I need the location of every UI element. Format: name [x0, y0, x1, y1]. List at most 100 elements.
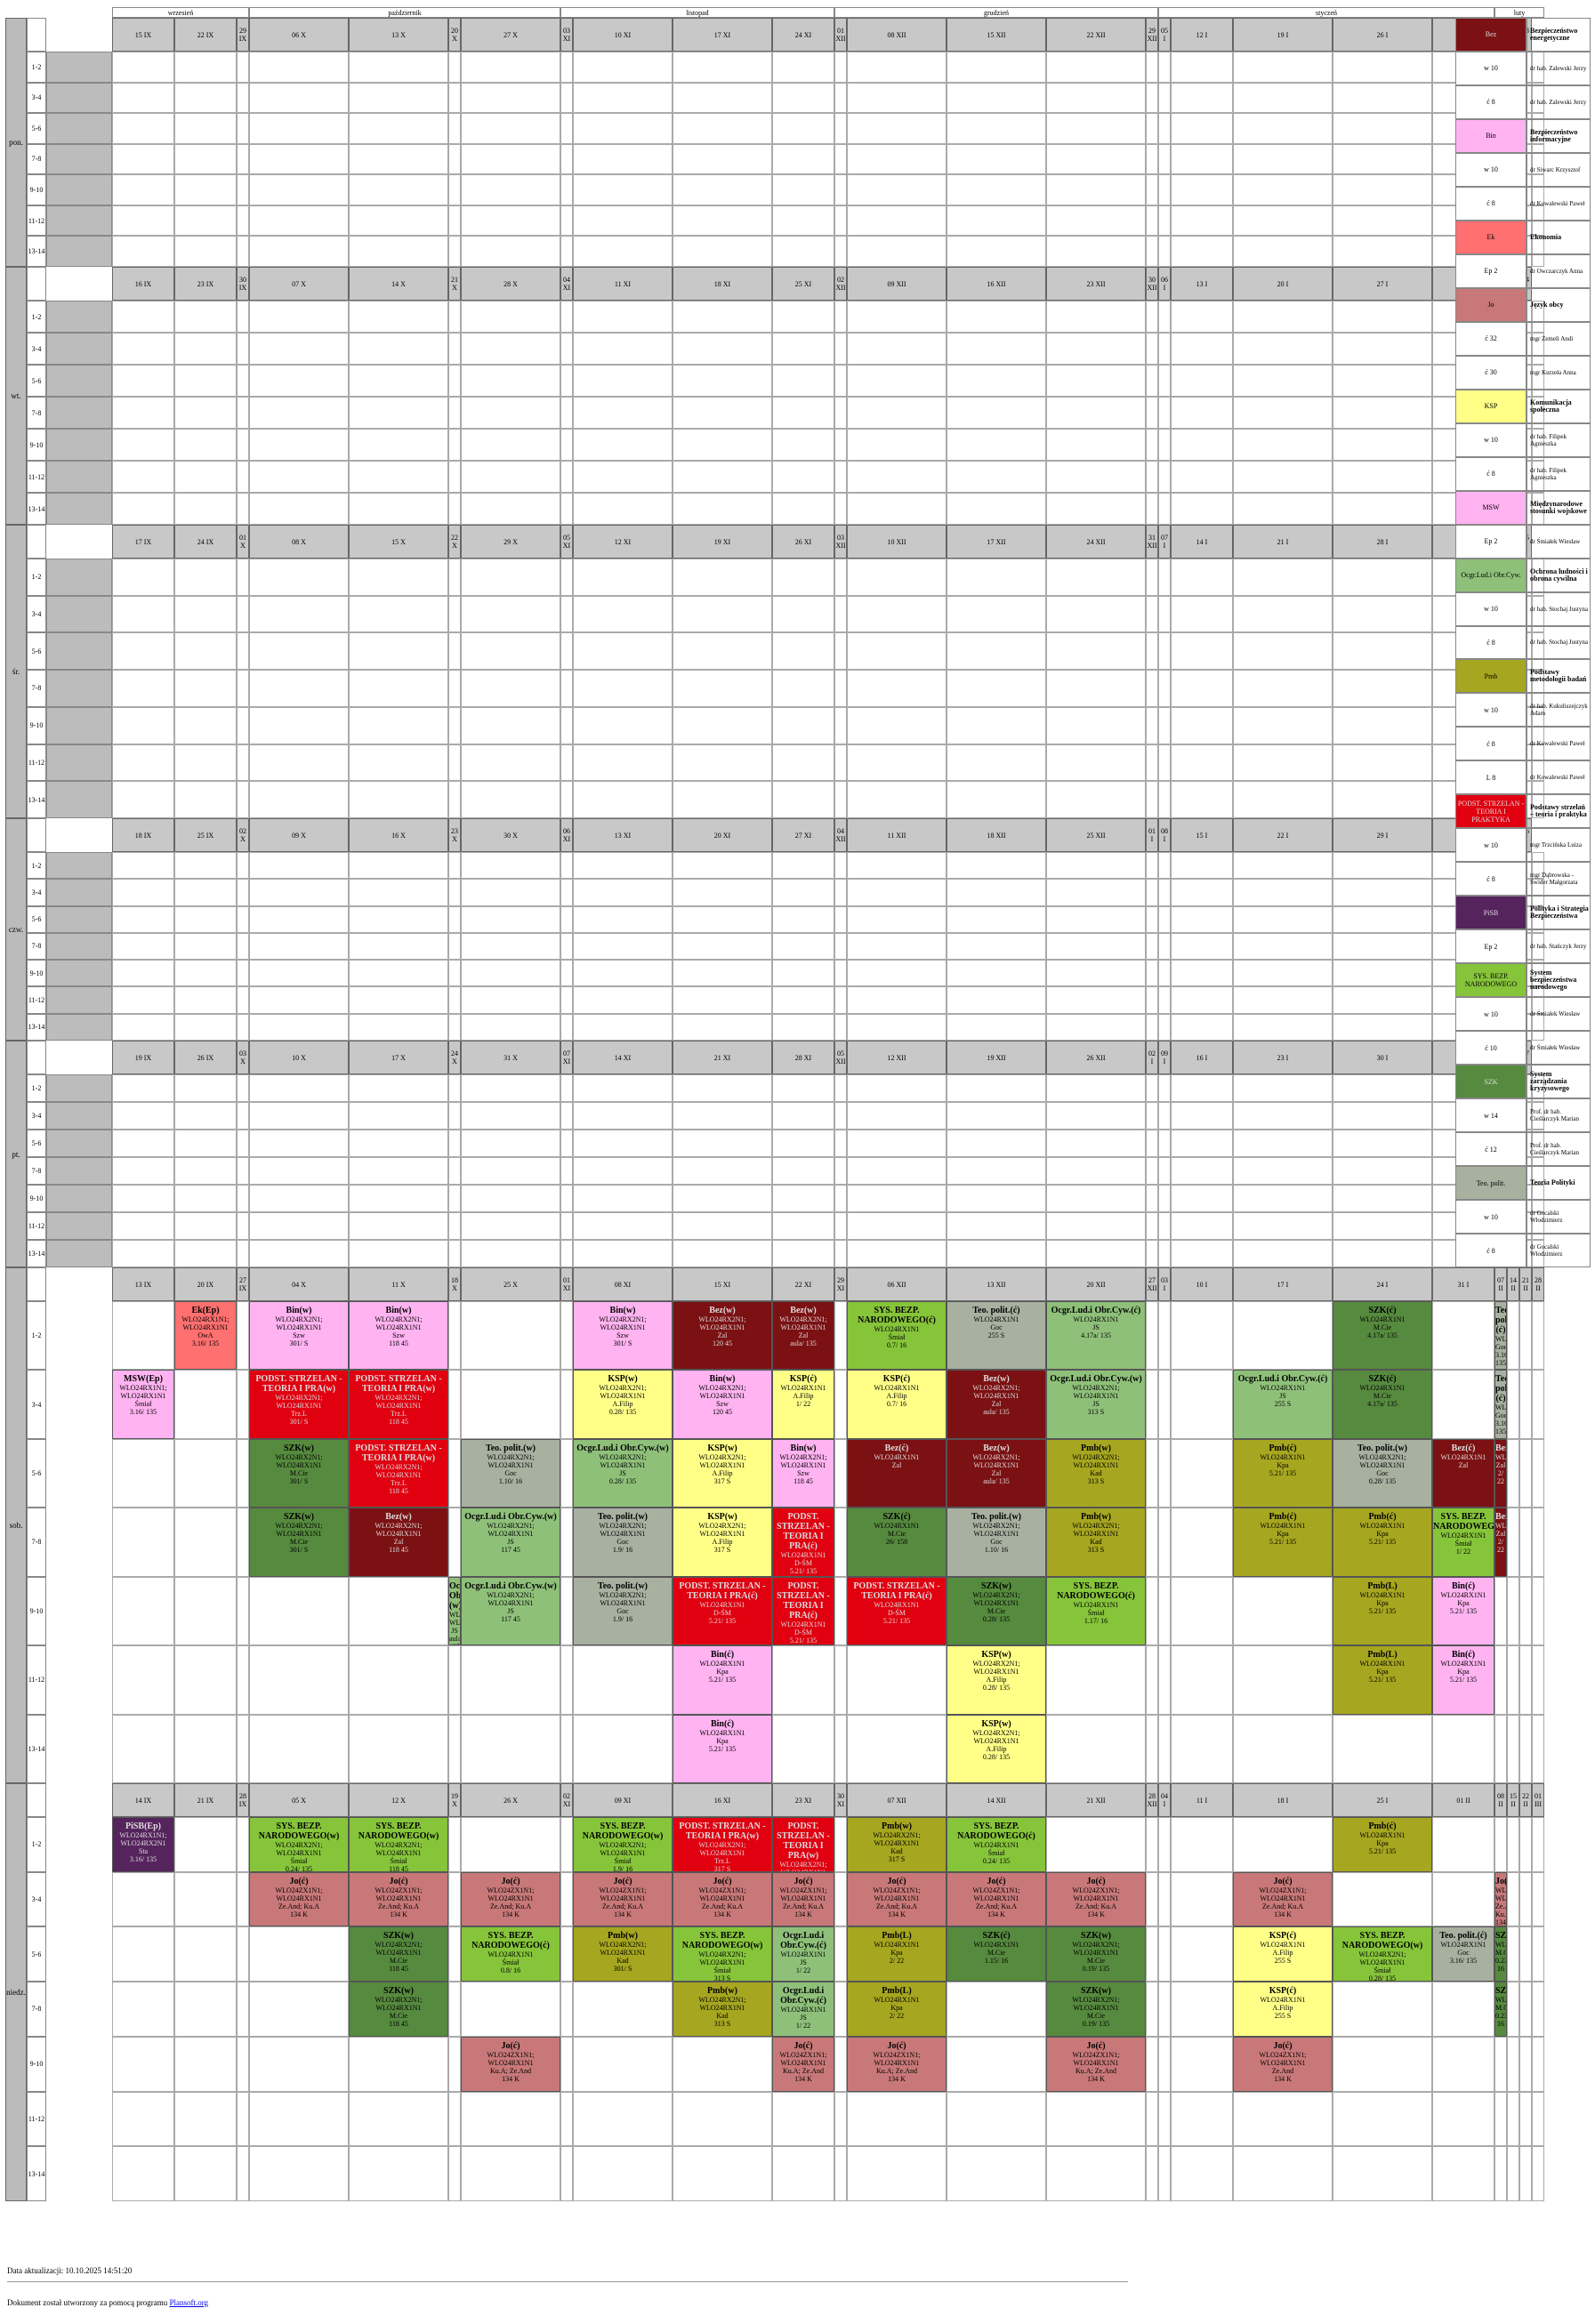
class-event[interactable]: SZK(w)WLO24RX2N1; WLO24RX1N1 M.Cie 301/ …: [249, 1508, 349, 1577]
class-event[interactable]: Teo. polit.(ć)WLO24RX1N1 Goc 255 S: [947, 1301, 1046, 1371]
class-event[interactable]: PODST. STRZELAN - TEORIA I PRA(w)WLO24RX…: [249, 1370, 349, 1439]
class-event[interactable]: Bez(w)WLO24RX2N1; WLO24RX1N1 Zal aula/ 1…: [947, 1438, 1046, 1508]
class-event[interactable]: Bez(ć)WLO24RX1N1 Zal: [1432, 1438, 1494, 1508]
class-event[interactable]: Pmb(w)WLO24RX2N1; WLO24RX1N1 Kad 301/ S: [573, 1926, 673, 1982]
class-event[interactable]: SZK(w)WLO24RX2N1; WLO24RX1N1 M.Cie 301/ …: [249, 1438, 349, 1508]
class-event[interactable]: Ocgr.Lud.i Obr.Cyw.(ć)WLO24RX1N1 JS 4.17…: [1046, 1301, 1146, 1371]
class-event[interactable]: Bin(w)WLO24RX2N1; WLO24RX1N1 Szw 118 45: [772, 1438, 834, 1508]
class-event[interactable]: Jo(ć)WLO24ZX1N1; WLO24RX1N1 Ze.And; Ku.A…: [573, 1871, 673, 1927]
class-event[interactable]: Bez(ć)WLO24RX1N1 Zal 2/ 22: [1494, 1508, 1507, 1577]
class-event[interactable]: Ocgr.Lud.i Obr.Cyw.(w)WLO24RX2N1; WLO24R…: [1046, 1370, 1146, 1439]
class-event[interactable]: Jo(ć)WLO24ZX1N1; WLO24RX1N1 Ze.And; Ku.A…: [847, 1871, 947, 1927]
class-event[interactable]: Bez(w)WLO24RX2N1; WLO24RX1N1 Zal aula/ 1…: [772, 1301, 834, 1371]
class-event[interactable]: PODST. STRZELAN - TEORIA I PRA(ć)WLO24RX…: [772, 1508, 834, 1577]
class-event[interactable]: PODST. STRZELAN - TEORIA I PRA(w)WLO24RX…: [673, 1817, 772, 1872]
class-event[interactable]: Jo(ć)WLO24ZX1N1; WLO24RX1N1 Ze.And; Ku.A…: [249, 1871, 349, 1927]
class-event[interactable]: Jo(ć)WLO24ZX1N1; WLO24RX1N1 Ze.And; Ku.A…: [673, 1871, 772, 1927]
class-event[interactable]: SYS. BEZP. NARODOWEGO(w)WLO24RX2N1; WLO2…: [349, 1817, 448, 1872]
class-event[interactable]: Jo(ć)WLO24ZX1N1; WLO24RX1N1 Ze.And; Ku.A…: [461, 1871, 560, 1927]
class-event[interactable]: Pmb(ć)WLO24RX1N1 Kpa 5.21/ 135: [1233, 1508, 1333, 1577]
class-event[interactable]: SYS. BEZP. NARODOWEGO(w)WLO24RX2N1; WLO2…: [673, 1926, 772, 1982]
class-event[interactable]: Bez(w)WLO24RX2N1; WLO24RX1N1 Zal 118 45: [349, 1508, 448, 1577]
class-event[interactable]: Bin(ć)WLO24RX1N1 Kpa 5.21/ 135: [673, 1645, 772, 1715]
class-event[interactable]: Pmb(w)WLO24RX2N1; WLO24RX1N1 Kad 313 S: [1046, 1438, 1146, 1508]
class-event[interactable]: Ocgr.Lud.i Obr.Cyw.(ć)WLO24RX1N1 JS 255 …: [1233, 1370, 1333, 1439]
class-event[interactable]: Pmb(w)WLO24RX2N1; WLO24RX1N1 Kad 313 S: [1046, 1508, 1146, 1577]
class-event[interactable]: PODST. STRZELAN - TEORIA I PRA(ć)WLO24RX…: [847, 1576, 947, 1646]
class-event[interactable]: PODST. STRZELAN - TEORIA I PRA(w)WLO24RX…: [349, 1438, 448, 1508]
class-event[interactable]: Pmb(L)WLO24RX1N1 Kpa 2/ 22: [847, 1926, 947, 1982]
class-event[interactable]: Pmb(w)WLO24RX2N1; WLO24RX1N1 Kad 317 S: [847, 1817, 947, 1872]
class-event[interactable]: Pmb(w)WLO24RX2N1; WLO24RX1N1 Kad 313 S: [673, 1982, 772, 2037]
class-event[interactable]: Teo. polit.(w)WLO24RX2N1; WLO24RX1N1 Goc…: [573, 1508, 673, 1577]
class-event[interactable]: Teo. polit.(w)WLO24RX2N1; WLO24RX1N1 Goc…: [461, 1438, 560, 1508]
class-event[interactable]: SZK(ć)WLO24RX1N1 M.Cie 4.17a/ 135: [1333, 1370, 1432, 1439]
class-event[interactable]: Pmb(L)WLO24RX1N1 Kpa 5.21/ 135: [1333, 1645, 1432, 1715]
class-event[interactable]: Ocgr.Lud.i Obr.Cyw.(w)WLO24RX2N1; WLO24R…: [573, 1438, 673, 1508]
class-event[interactable]: SYS. BEZP. NARODOWEGO(w)WLO24RX2N1; WLO2…: [1333, 1926, 1432, 1982]
class-event[interactable]: SZK(w)WLO24RX2N1; WLO24RX1N1 M.Cie 0.28/…: [947, 1576, 1046, 1646]
class-event[interactable]: Pmb(L)WLO24RX1N1 Kpa 5.21/ 135: [1333, 1576, 1432, 1646]
class-event[interactable]: Teo. polit.(ć)WLO24RX1N1 Goc 3.16/ 135: [1494, 1301, 1507, 1371]
class-event[interactable]: SYS. BEZP. NARODOWEGO(ć)WLO24RX1N1 Śmiał…: [1046, 1576, 1146, 1646]
class-event[interactable]: Ocgr.Lud.i Obr.Cyw.(w)WLO24RX2N1; WLO24R…: [461, 1576, 560, 1646]
class-event[interactable]: KSP(ć)WLO24RX1N1 A.Filip 0.7/ 16: [847, 1370, 947, 1439]
class-event[interactable]: Bez(ć)WLO24RX1N1 Zal: [847, 1438, 947, 1508]
class-event[interactable]: PODST. STRZELAN - TEORIA I PRA(w)WLO24RX…: [772, 1817, 834, 1872]
class-event[interactable]: Bez(w)WLO24RX2N1; WLO24RX1N1 Zal aula/ 1…: [947, 1370, 1046, 1439]
plansoft-link[interactable]: Plansoft.org: [169, 2298, 209, 2307]
class-event[interactable]: SZK(ć)WLO24RX1N1 M.Cie 1.15/ 16: [947, 1926, 1046, 1982]
class-event[interactable]: SYS. BEZP. NARODOWEGO(ć)WLO24RX1N1 Śmiał…: [847, 1301, 947, 1371]
class-event[interactable]: Jo(ć)WLO24ZX1N1; WLO24RX1N1 Ze.And; Ku.A…: [1494, 1871, 1507, 1927]
class-event[interactable]: SZK(w)WLO24RX2N1; WLO24RX1N1 M.Cie 0.19/…: [1046, 1982, 1146, 2037]
class-event[interactable]: SYS. BEZP. NARODOWEGO(ć)WLO24RX1N1 Śmiał…: [947, 1817, 1046, 1872]
class-event[interactable]: KSP(ć)WLO24RX1N1 A.Filip 255 S: [1233, 1926, 1333, 1982]
class-event[interactable]: Bez(ć)WLO24RX1N1 Zal 2/ 22: [1494, 1438, 1507, 1508]
class-event[interactable]: Ocgr.Lud.i Obr.Cyw.(ć)WLO24RX1N1 JS 1/ 2…: [772, 1926, 834, 1982]
class-event[interactable]: Bez(w)WLO24RX2N1; WLO24RX1N1 Zal 120 45: [673, 1301, 772, 1371]
class-event[interactable]: Ocgr.Lud.i Obr.Cyw.(ć)WLO24RX1N1 JS 1/ 2…: [772, 1982, 834, 2037]
class-event[interactable]: Bin(w)WLO24RX2N1; WLO24RX1N1 Szw 301/ S: [249, 1301, 349, 1371]
class-event[interactable]: KSP(w)WLO24RX2N1; WLO24RX1N1 A.Filip 0.2…: [947, 1645, 1046, 1715]
class-event[interactable]: Bin(ć)WLO24RX1N1 Kpa 5.21/ 135: [1432, 1645, 1494, 1715]
class-event[interactable]: Jo(ć)WLO24ZX1N1; WLO24RX1N1 Ku.A; Ze.And…: [847, 2036, 947, 2092]
class-event[interactable]: Jo(ć)WLO24ZX1N1; WLO24RX1N1 Ku.A; Ze.And…: [461, 2036, 560, 2092]
class-event[interactable]: Pmb(L)WLO24RX1N1 Kpa 2/ 22: [847, 1982, 947, 2037]
class-event[interactable]: Pmb(ć)WLO24RX1N1 Kpa 5.21/ 135: [1333, 1508, 1432, 1577]
class-event[interactable]: MSW(Ep)WLO24RX1N1; WLO24RX1N1 Śmiał 3.16…: [112, 1370, 174, 1439]
class-event[interactable]: Jo(ć)WLO24ZX1N1; WLO24RX1N1 Ku.A; Ze.And…: [1046, 2036, 1146, 2092]
class-event[interactable]: SZK(w)WLO24RX2N1; WLO24RX1N1 M.Cie 118 4…: [349, 1982, 448, 2037]
class-event[interactable]: Teo. polit.(w)WLO24RX2N1; WLO24RX1N1 Goc…: [1333, 1438, 1432, 1508]
class-event[interactable]: SYS. BEZP. NARODOWEGO(w)WLO24RX2N1; WLO2…: [573, 1817, 673, 1872]
class-event[interactable]: PiSB(Ep)WLO24RX1N1; WLO24RX2N1 Sta 3.16/…: [112, 1817, 174, 1872]
class-event[interactable]: Teo. polit.(w)WLO24RX2N1; WLO24RX1N1 Goc…: [573, 1576, 673, 1646]
class-event[interactable]: PODST. STRZELAN - TEORIA I PRA(w)WLO24RX…: [349, 1370, 448, 1439]
class-event[interactable]: PODST. STRZELAN - TEORIA I PRA(ć)WLO24RX…: [673, 1576, 772, 1646]
class-event[interactable]: Bin(ć)WLO24RX1N1 Kpa 5.21/ 135: [673, 1714, 772, 1783]
class-event[interactable]: KSP(ć)WLO24RX1N1 A.Filip 255 S: [1233, 1982, 1333, 2037]
class-event[interactable]: Pmb(ć)WLO24RX1N1 Kpa 5.21/ 135: [1333, 1817, 1432, 1872]
class-event[interactable]: Teo. polit.(ć)WLO24RX1N1 Goc 3.16/ 135: [1432, 1926, 1494, 1982]
class-event[interactable]: Jo(ć)WLO24ZX1N1; WLO24RX1N1 Ze.And; Ku.A…: [1233, 1871, 1333, 1927]
class-event[interactable]: Bin(w)WLO24RX2N1; WLO24RX1N1 Szw 120 45: [673, 1370, 772, 1439]
class-event[interactable]: SYS. BEZP. NARODOWEGO(w)WLO24RX2N1; WLO2…: [249, 1817, 349, 1872]
class-event[interactable]: Jo(ć)WLO24ZX1N1; WLO24RX1N1 Ze.And; Ku.A…: [772, 1871, 834, 1927]
class-event[interactable]: KSP(w)WLO24RX2N1; WLO24RX1N1 A.Filip 0.2…: [573, 1370, 673, 1439]
class-event[interactable]: KSP(ć)WLO24RX1N1 A.Filip 1/ 22: [772, 1370, 834, 1439]
class-event[interactable]: Bin(w)WLO24RX2N1; WLO24RX1N1 Szw 301/ S: [573, 1301, 673, 1371]
class-event[interactable]: Bin(w)WLO24RX2N1; WLO24RX1N1 Szw 118 45: [349, 1301, 448, 1371]
class-event[interactable]: SYS. BEZP. NARODOWEGO(ć)WLO24RX1N1 Śmiał…: [1432, 1508, 1494, 1577]
class-event[interactable]: SZK(ć)WLO24RX1N1 M.Cie 0.23/ 16: [1494, 1926, 1507, 1982]
class-event[interactable]: SYS. BEZP. NARODOWEGO(ć)WLO24RX1N1 Śmiał…: [461, 1926, 560, 1982]
class-event[interactable]: Teo. polit.(w)WLO24RX2N1; WLO24RX1N1 Goc…: [947, 1508, 1046, 1577]
class-event[interactable]: SZK(w)WLO24RX2N1; WLO24RX1N1 M.Cie 118 4…: [349, 1926, 448, 1982]
class-event[interactable]: Bin(ć)WLO24RX1N1 Kpa 5.21/ 135: [1432, 1576, 1494, 1646]
class-event[interactable]: PODST. STRZELAN - TEORIA I PRA(ć)WLO24RX…: [772, 1576, 834, 1646]
class-event[interactable]: SZK(ć)WLO24RX1N1 M.Cie 4.17a/ 135: [1333, 1301, 1432, 1371]
class-event[interactable]: Pmb(ć)WLO24RX1N1 Kpa 5.21/ 135: [1233, 1438, 1333, 1508]
class-event[interactable]: Ocgr.Lud.i Obr.Cyw.(w)WLO24RX2N1; WLO24R…: [461, 1508, 560, 1577]
class-event[interactable]: Jo(ć)WLO24ZX1N1; WLO24RX1N1 Ku.A; Ze.And…: [772, 2036, 834, 2092]
class-event[interactable]: SZK(ć)WLO24RX1N1 M.Cie 0.23/ 16: [1494, 1982, 1507, 2037]
class-event[interactable]: Ek(Ep)WLO24RX1N1; WLO24RX1N1 OwA 3.16/ 1…: [174, 1301, 237, 1371]
class-event[interactable]: KSP(w)WLO24RX2N1; WLO24RX1N1 A.Filip 317…: [673, 1508, 772, 1577]
